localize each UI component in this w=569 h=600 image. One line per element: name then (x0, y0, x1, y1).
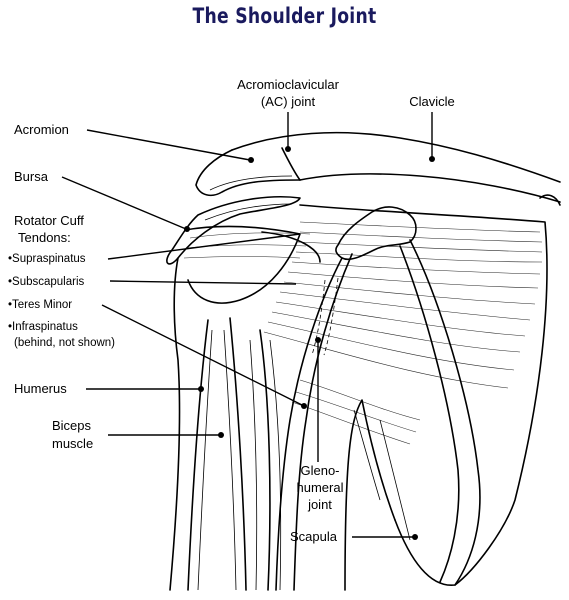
teres-minor-leader (101, 304, 305, 407)
label-infraspinatus-1: •Infraspinatus (8, 321, 78, 333)
label-clavicle: Clavicle (409, 94, 455, 109)
diagram-title: The Shoulder Joint (192, 4, 377, 28)
label-biceps-1: Biceps (52, 418, 92, 433)
label-gleno-2: humeral (297, 480, 344, 495)
subscapularis-leader (109, 280, 297, 285)
label-ac-joint-2: (AC) joint (261, 94, 316, 109)
clavicle-bone (231, 131, 561, 203)
scapula-outline (299, 204, 548, 586)
label-subscapularis: •Subscapularis (8, 276, 85, 288)
acromion-bone (195, 149, 301, 197)
label-gleno-1: Gleno- (300, 463, 339, 478)
label-infraspinatus-2: (behind, not shown) (14, 337, 115, 349)
label-humerus: Humerus (14, 381, 67, 396)
label-scapula: Scapula (290, 529, 338, 544)
label-teres-minor: •Teres Minor (8, 299, 72, 311)
bursa-leader (61, 176, 187, 230)
biceps-long-tendon (399, 239, 481, 586)
label-rotator-cuff-2: Tendons: (18, 230, 71, 245)
biceps-muscle (187, 317, 247, 591)
acromion-leader (86, 129, 251, 161)
label-acromion: Acromion (14, 122, 69, 137)
label-ac-joint-1: Acromioclavicular (237, 77, 340, 92)
subscapularis-fibers (263, 221, 543, 389)
label-gleno-3: joint (307, 497, 332, 512)
label-bursa: Bursa (14, 169, 49, 184)
label-supraspinatus: •Supraspinatus (8, 253, 86, 265)
coracoid-process (335, 206, 417, 261)
label-rotator-cuff-1: Rotator Cuff (14, 213, 84, 228)
humerus-bone (169, 231, 321, 591)
label-biceps-2: muscle (52, 436, 93, 451)
supraspinatus-leader (107, 233, 301, 260)
